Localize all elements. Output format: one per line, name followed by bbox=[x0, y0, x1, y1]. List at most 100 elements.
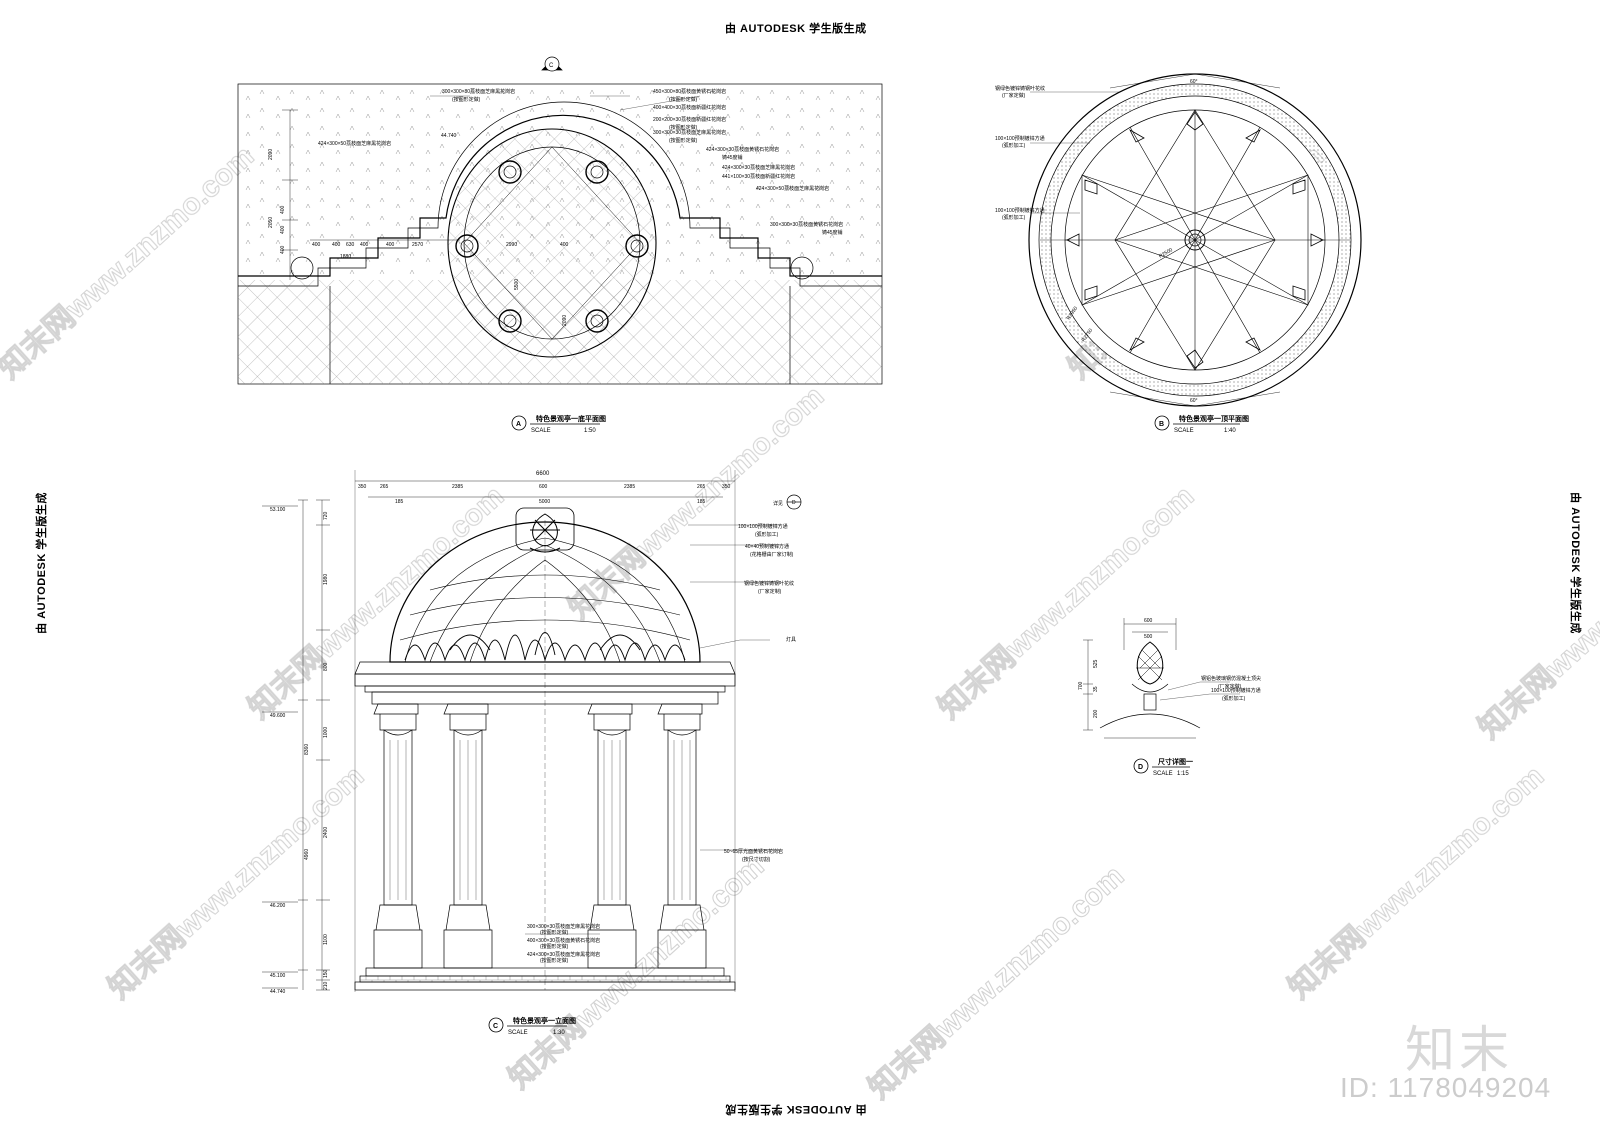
extension-lines bbox=[354, 470, 736, 992]
column bbox=[587, 703, 637, 969]
dim-d-top-2: 500 bbox=[1144, 634, 1153, 640]
note-a-8: 300×300×30荔枝面芝麻黑花岗岩 bbox=[653, 129, 726, 136]
scale-label: SCALE bbox=[1174, 428, 1194, 434]
dim-a-h-8: 2990 bbox=[506, 242, 517, 248]
note-d-4: (弧形加工) bbox=[1222, 695, 1246, 702]
note-c-8: 50~65厚光面黄锈石花岗岩 bbox=[724, 848, 783, 855]
elevation-lines bbox=[262, 505, 298, 989]
note-a-11: 424×300×30荔枝面黄锈石花岗岩 bbox=[706, 146, 779, 153]
note-d-1: 钢铝色玻璃钢仿混凝土顶尖 bbox=[1201, 675, 1261, 682]
finial-cup bbox=[1131, 683, 1169, 693]
section-mark-circle bbox=[544, 56, 560, 72]
top-dim-2: 265 bbox=[380, 484, 389, 490]
view-marker-circle bbox=[511, 415, 527, 431]
elev-2: 49.600 bbox=[270, 713, 286, 719]
view-b-top-plan bbox=[1028, 73, 1362, 407]
note-a-7: (按图形定做) bbox=[669, 124, 698, 131]
view-a-labels: C 44.740 300×300×80荔枝面芝麻黑花岗岩 (按图形定做) 450… bbox=[268, 63, 843, 326]
view-marker-letter: C bbox=[493, 1023, 498, 1030]
vdim-3: 800 bbox=[323, 662, 329, 671]
dim-d-left-2: 525 bbox=[1093, 659, 1099, 668]
dim-lines-left bbox=[298, 499, 308, 990]
watermark-text: 知末网www.znzmo.com bbox=[243, 479, 511, 725]
note-a-9: (按图形定做) bbox=[669, 137, 698, 144]
leader-lines bbox=[1030, 91, 1120, 214]
note-b-1: 钢绿色镀锌铸钢叶花纹 bbox=[995, 85, 1045, 92]
watermark-text: 知末网www.znzmo.com bbox=[103, 759, 371, 1005]
planter-left bbox=[290, 256, 314, 280]
detail-ref-letter: D bbox=[792, 500, 796, 506]
note-a-1: 300×300×80荔枝面芝麻黑花岗岩 bbox=[442, 88, 515, 95]
dim-a-h-6: 1880 bbox=[340, 254, 351, 260]
dim-a-left-3: 400 bbox=[280, 205, 286, 214]
note-a-12: 铸45度铺 bbox=[722, 154, 743, 161]
view-title: 特色景观亭一立面图 bbox=[513, 1016, 576, 1025]
view-title: 特色景观亭一底平面图 bbox=[536, 414, 606, 423]
note-c-5: 钢绿色镀锌铸钢叶花纹 bbox=[744, 580, 794, 587]
dim-a-v-2: 2090 bbox=[562, 315, 568, 326]
vdim-6: 2400 bbox=[323, 827, 329, 838]
elev-3: 46.200 bbox=[270, 903, 286, 909]
note-d-3: 100×100预制镀锌方通 bbox=[1211, 687, 1261, 694]
view-d-labels: 600 500 700 525 35 200 钢铝色玻璃钢仿混凝土顶尖 (厂家定… bbox=[1078, 618, 1261, 718]
column-bases bbox=[455, 160, 649, 333]
note-a-6: 200×200×30荔枝面新疆红花岗岩 bbox=[653, 116, 726, 123]
view-a-ground-plan bbox=[237, 56, 883, 385]
view-marker-letter: D bbox=[1138, 764, 1143, 771]
dim-lines-left bbox=[282, 109, 298, 280]
step-outline bbox=[238, 114, 882, 277]
note-c-4: (花格栅由厂家订制) bbox=[750, 551, 794, 558]
elev-4: 45.100 bbox=[270, 973, 286, 979]
angle-label-top: 60° bbox=[1190, 79, 1198, 85]
vdim-2: 1980 bbox=[323, 574, 329, 585]
vdim-10: 210 bbox=[323, 981, 329, 990]
note-a-17: 铸45度铺 bbox=[822, 229, 843, 236]
note-c-13: (按图形定做) bbox=[540, 943, 569, 950]
base-platform bbox=[354, 967, 736, 991]
leader-lines bbox=[525, 524, 780, 935]
note-a-3: 450×300×80荔枝面黄锈石花岗岩 bbox=[653, 88, 726, 95]
top-dim-6: 265 bbox=[697, 484, 706, 490]
note-c-15: (按图形定做) bbox=[540, 957, 569, 964]
note-a-10: 424×300×50荔枝面芝麻黑花岗岩 bbox=[318, 140, 391, 147]
vdim-8: 1100 bbox=[323, 934, 329, 945]
elev-5: 44.740 bbox=[270, 989, 286, 995]
note-c-7: 灯具 bbox=[786, 636, 796, 643]
watermark-text: 知末网www.znzmo.com bbox=[933, 479, 1201, 725]
note-b-4: (弧形加工) bbox=[1002, 142, 1026, 149]
dome-outline bbox=[389, 521, 701, 663]
watermark-text: 知末网www.znzmo.com bbox=[503, 849, 771, 1095]
finial-post bbox=[1143, 693, 1157, 711]
watermark-text: 知末网www.znzmo.com bbox=[1473, 499, 1600, 745]
dim-a-h-1: 400 bbox=[312, 242, 321, 248]
note-c-10: 300×300×30荔枝面芝麻黑花岗岩 bbox=[527, 923, 600, 930]
column bbox=[657, 703, 707, 969]
note-a-15: 424×300×50荔枝面芝麻黑花岗岩 bbox=[756, 185, 829, 192]
note-d-2: (厂家定做) bbox=[1218, 683, 1242, 690]
note-c-9: (按尺寸切割) bbox=[742, 856, 771, 863]
top-dim-4: 600 bbox=[539, 484, 548, 490]
view-marker-circle bbox=[488, 1017, 504, 1033]
leader-lines bbox=[1159, 681, 1240, 701]
dim-a-h-3: 400 bbox=[360, 242, 369, 248]
note-b-3: 100×100预制镀锌方通 bbox=[995, 135, 1045, 142]
top-dim-7: 350 bbox=[722, 484, 731, 490]
note-c-2: (弧形加工) bbox=[755, 531, 779, 538]
step-edges bbox=[329, 286, 791, 384]
top-dim-overall: 6600 bbox=[536, 471, 550, 477]
note-a-4: (按图形定做) bbox=[669, 96, 698, 103]
scale-label: SCALE bbox=[531, 428, 551, 434]
dim-d-top-1: 600 bbox=[1144, 618, 1153, 624]
leaf-ornaments bbox=[1066, 111, 1324, 369]
view-title: 特色景观亭一顶平面图 bbox=[1179, 414, 1249, 423]
finial-cone bbox=[1136, 641, 1164, 685]
dim-a-left-5: 400 bbox=[280, 245, 286, 254]
watermark-text: 知末网www.znzmo.com bbox=[1283, 759, 1551, 1005]
dim-a-h-9: 400 bbox=[560, 242, 569, 248]
note-a-13: 424×300×30荔枝面芝麻黑花岗岩 bbox=[722, 164, 795, 171]
scale-value: 1:30 bbox=[553, 1030, 565, 1036]
view-marker-letter: A bbox=[516, 421, 521, 428]
left-dim-lines bbox=[1083, 639, 1093, 731]
note-c-3: 40×40预制镀锌方通 bbox=[745, 543, 789, 550]
watermark-brand: 知末 bbox=[1405, 1022, 1513, 1078]
